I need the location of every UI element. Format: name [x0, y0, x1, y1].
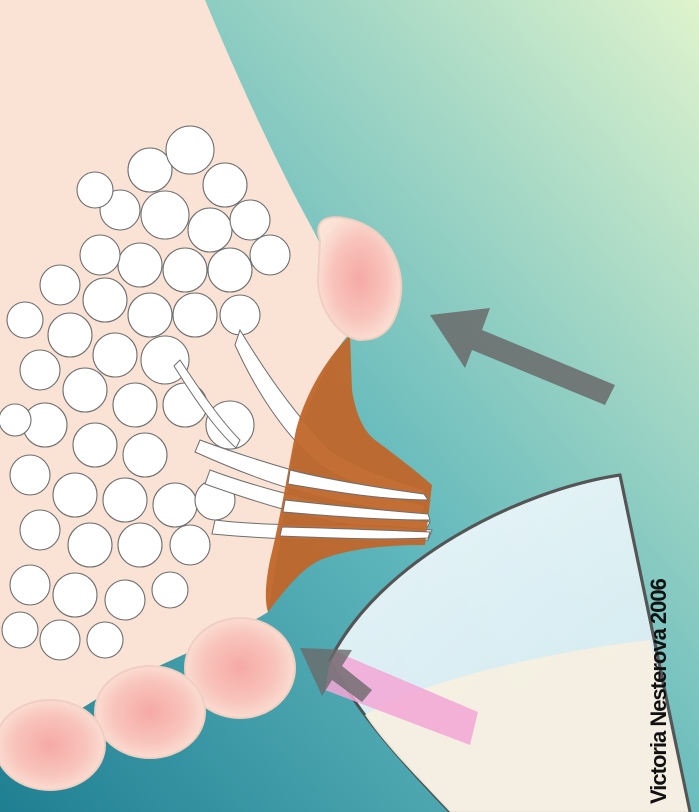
artist-credit: Victoria Nesterova 2006: [646, 579, 672, 804]
